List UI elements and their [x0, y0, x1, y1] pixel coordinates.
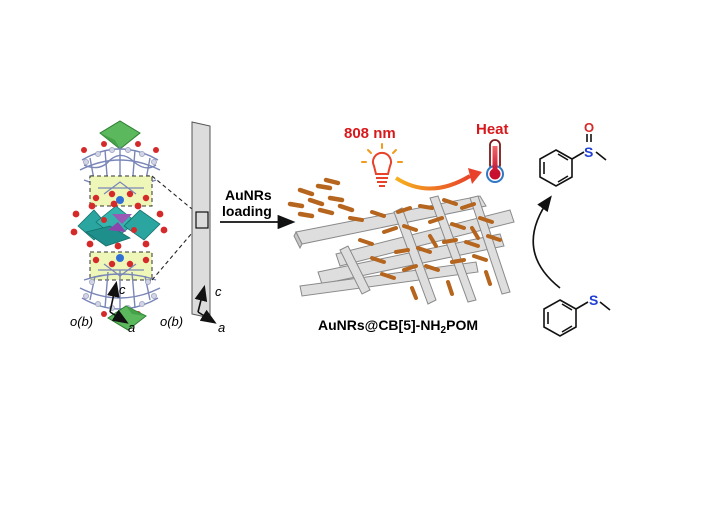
axes-1: c a o(b)	[70, 280, 135, 335]
heat-arrow	[394, 174, 472, 191]
rod-selection-box	[195, 211, 209, 229]
sheet-7	[469, 195, 511, 295]
free-aunrs	[287, 177, 355, 219]
product-label: AuNRs@CB[5]-NH2POM	[318, 317, 478, 336]
loading-label-line1: AuNRs	[225, 187, 272, 203]
axis-origin-label-2: o(b)	[160, 314, 183, 329]
top-polyhedron	[99, 120, 141, 150]
thermometer-icon	[486, 139, 504, 183]
lower-cage	[79, 270, 161, 312]
projection-lines	[151, 175, 199, 281]
product-oxygen: O	[584, 120, 594, 135]
axis-a-label-1: a	[128, 320, 135, 335]
axis-origin-label-1: o(b)	[70, 314, 93, 329]
heat-label: Heat	[476, 121, 509, 138]
reaction-arrow	[532, 195, 561, 289]
product-sulfur: S	[584, 144, 593, 160]
axis-a-label-2: a	[218, 320, 225, 335]
wavelength-label: 808 nm	[344, 125, 396, 142]
reactant-sulfur: S	[589, 292, 598, 308]
lightbulb-icon	[361, 143, 403, 187]
pom-polyhedra	[70, 200, 168, 250]
fiber-network	[293, 195, 515, 305]
axes-2: c a o(b)	[160, 284, 225, 335]
axis-c-label-1: c	[119, 282, 126, 297]
loaded-aunrs	[348, 198, 502, 300]
sheet-5	[393, 207, 437, 305]
crystal-structure	[70, 120, 168, 331]
thioanisole-molecule	[543, 299, 611, 337]
loading-label-line2: loading	[222, 203, 272, 219]
sulfoxide-molecule	[539, 134, 607, 187]
sheet-6	[429, 195, 477, 303]
axis-c-label-2: c	[215, 284, 222, 299]
loading-arrow: AuNRs loading	[220, 187, 296, 230]
crystal-rod	[191, 121, 211, 319]
sheet-8	[339, 245, 371, 295]
